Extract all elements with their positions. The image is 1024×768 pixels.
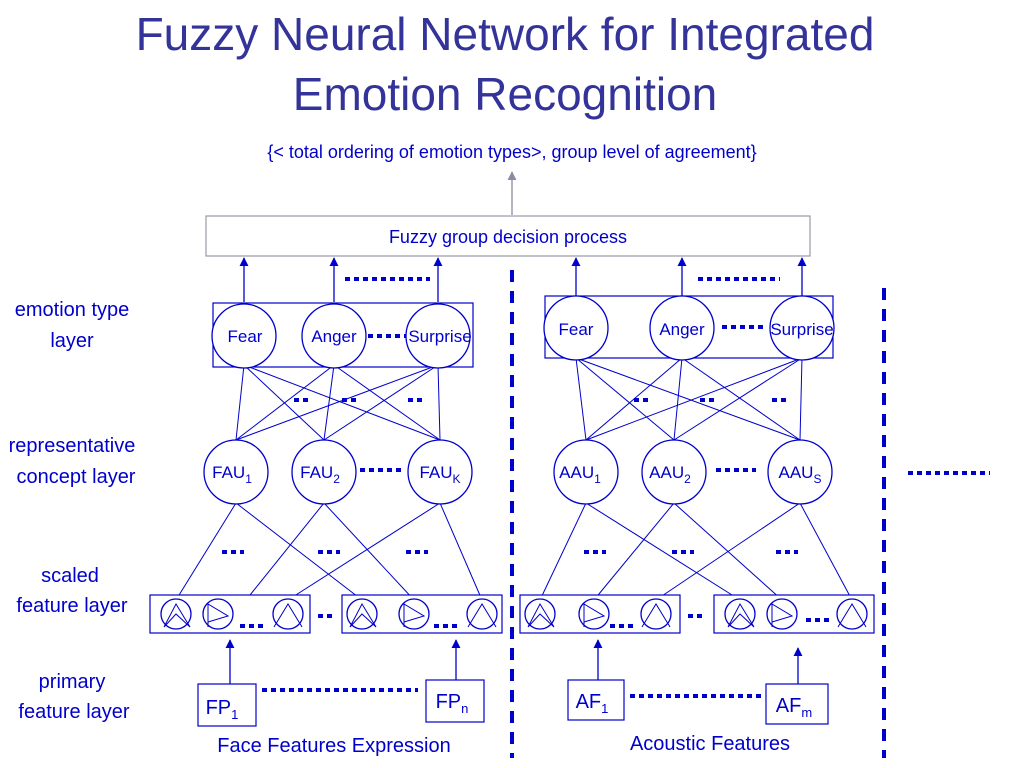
- face-emotion-label: Fear: [228, 327, 263, 346]
- face-concept-label: FAU1: [212, 463, 252, 486]
- emotion-layer-label-1: emotion type: [15, 299, 130, 321]
- scaled-node-icon: [724, 598, 756, 630]
- face-emotion-label: Anger: [311, 327, 357, 346]
- acoustic-section: Fear Anger Surprise AAU1 AAU2 AAUS: [519, 257, 875, 755]
- layer-labels: emotion type layer representative concep…: [9, 299, 136, 723]
- acoustic-concept-node-s: [767, 439, 833, 505]
- scaled-node-icon: [398, 598, 430, 630]
- acoustic-emotion-node-surprise: [769, 295, 835, 361]
- scaled-node-icon: [160, 598, 192, 630]
- acoustic-caption: Acoustic Features: [630, 733, 790, 755]
- scaled-node-icon: [202, 598, 234, 630]
- output-label: {< total ordering of emotion types>, gro…: [267, 142, 756, 162]
- face-emotion-node-fear: [211, 303, 277, 369]
- face-primary-box-1: [197, 683, 257, 727]
- face-emotion-label: Surprise: [408, 327, 471, 346]
- scaled-node-icon: [836, 598, 868, 630]
- acoustic-emotion-node-anger: [649, 295, 715, 361]
- face-concept-connections: [175, 502, 483, 601]
- acoustic-concept-label: AAU2: [649, 463, 691, 486]
- face-section: Fear Anger Surprise FAU1 FAU2 FAUK: [149, 257, 503, 757]
- acoustic-concept-label: AAU1: [559, 463, 601, 486]
- scaled-node-icon: [272, 598, 304, 630]
- face-primary-box-2: [425, 679, 485, 723]
- concept-layer-label-2: concept layer: [17, 466, 136, 488]
- concept-layer-label-1: representative: [9, 435, 136, 457]
- scaled-node-icon: [766, 598, 798, 630]
- scaled-layer-label-1: scaled: [41, 565, 99, 587]
- face-concept-node-k: [407, 439, 473, 505]
- face-concept-label: FAUK: [419, 463, 460, 486]
- acoustic-primary-box-2: [765, 683, 829, 725]
- face-concept-label: FAU2: [300, 463, 340, 486]
- acoustic-concept-node-2: [641, 439, 707, 505]
- decision-process-label: Fuzzy group decision process: [389, 227, 627, 247]
- acoustic-primary-box-1: [567, 679, 625, 721]
- face-emotion-node-anger: [301, 303, 367, 369]
- acoustic-emotion-label: Fear: [559, 320, 594, 339]
- acoustic-emotion-label: Surprise: [770, 320, 833, 339]
- face-concept-node-2: [291, 439, 357, 505]
- title-line-2: Emotion Recognition: [293, 68, 717, 120]
- primary-layer-label-1: primary: [39, 671, 106, 693]
- scaled-node-icon: [524, 598, 556, 630]
- emotion-layer-label-2: layer: [50, 330, 94, 352]
- scaled-node-icon: [640, 598, 672, 630]
- acoustic-concept-label: AAUS: [779, 463, 822, 486]
- scaled-node-icon: [346, 598, 378, 630]
- acoustic-concept-node-1: [553, 439, 619, 505]
- scaled-node-icon: [578, 598, 610, 630]
- face-concept-node-1: [203, 439, 269, 505]
- face-caption: Face Features Expression: [217, 735, 450, 757]
- scaled-layer-label-2: feature layer: [16, 595, 128, 617]
- acoustic-concept-connections: [539, 502, 853, 601]
- scaled-node-icon: [466, 598, 498, 630]
- acoustic-emotion-label: Anger: [659, 320, 705, 339]
- primary-layer-label-2: feature layer: [18, 701, 130, 723]
- acoustic-emotion-connections: [575, 357, 803, 441]
- acoustic-primary-label: AF1: [576, 691, 609, 716]
- face-primary-label: FPn: [436, 691, 469, 716]
- title-line-1: Fuzzy Neural Network for Integrated: [136, 8, 875, 60]
- face-emotion-connections: [235, 364, 441, 441]
- face-primary-label: FP1: [206, 697, 239, 722]
- acoustic-emotion-node-fear: [543, 295, 609, 361]
- acoustic-primary-label: AFm: [776, 695, 812, 720]
- decision-process-box: [205, 215, 811, 257]
